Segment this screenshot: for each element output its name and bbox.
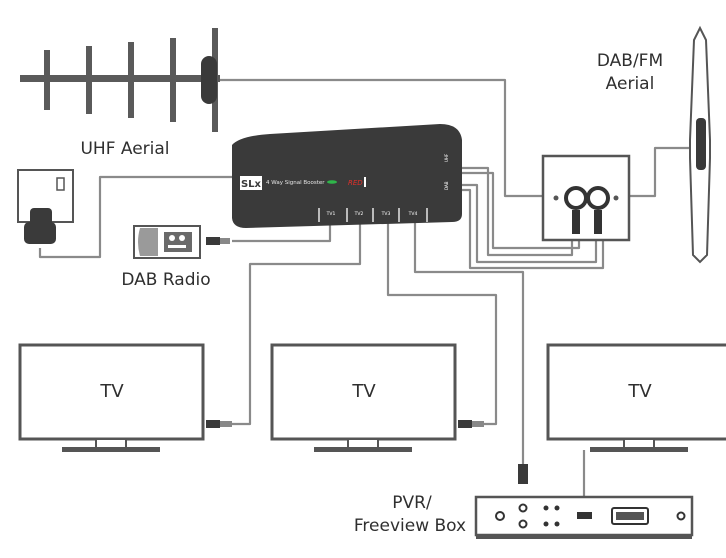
dabfm-aerial [689, 25, 711, 264]
signal-booster: SLx 4 Way Signal Booster RED UHF DAB TV1… [232, 124, 462, 228]
booster-port-uhf: UHF [444, 153, 449, 162]
cable-plate-uhf-2 [462, 171, 581, 250]
uhf-aerial-label: UHF Aerial [80, 139, 169, 159]
cable-tv3 [386, 212, 498, 426]
cable-plate-uhf [462, 166, 574, 257]
booster-output-tv4: TV4 [408, 211, 418, 217]
booster-badge: RED [348, 179, 363, 187]
cable-power [38, 175, 238, 259]
cable-uhf-aerial [218, 78, 545, 198]
dab-radio-label: DAB Radio [121, 270, 210, 290]
uhf-aerial [20, 28, 220, 132]
tv-middle-label: TV [351, 381, 376, 402]
booster-brand: SLx [241, 179, 262, 190]
tv-middle [270, 343, 484, 452]
cable-tv4 [413, 212, 525, 466]
booster-model: 4 Way Signal Booster [266, 180, 325, 186]
booster-port-dab: DAB [444, 181, 449, 190]
booster-output-tv1: TV1 [326, 211, 336, 217]
cable-plate-dab-2 [462, 188, 605, 270]
pvr-box [474, 464, 694, 539]
pvr-label-1: PVR/ [392, 493, 432, 513]
dabfm-aerial-label-2: Aerial [606, 74, 655, 94]
cables [38, 78, 690, 512]
cable-tv2 [232, 212, 362, 426]
aerial-wall-plate [541, 154, 631, 242]
cable-plate-dab [462, 183, 598, 264]
booster-output-tv2: TV2 [354, 211, 364, 217]
pvr-label-2: Freeview Box [354, 516, 466, 536]
tv-left-label: TV [99, 381, 124, 402]
booster-led [327, 180, 337, 184]
booster-output-tv3: TV3 [381, 211, 391, 217]
dabfm-aerial-label-1: DAB/FM [597, 51, 663, 71]
tv-right-label: TV [627, 381, 652, 402]
cable-dab-aerial [628, 146, 690, 198]
dab-radio [133, 225, 230, 259]
mains-socket [17, 169, 74, 244]
tv-left [18, 343, 232, 452]
tv-right [546, 343, 726, 452]
